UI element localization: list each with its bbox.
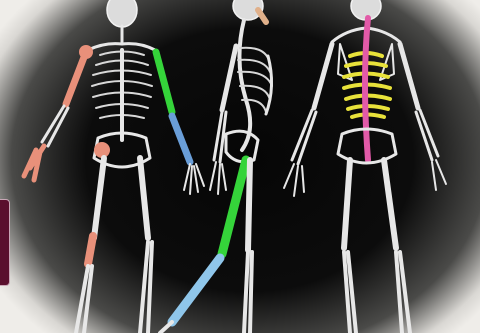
- front-left-humerus-highlight: [156, 52, 172, 112]
- side-hand: [210, 162, 226, 194]
- front-skull: [107, 0, 137, 27]
- side-jaw-highlight: [258, 10, 266, 22]
- side-forearm: [214, 112, 226, 162]
- skeleton-side-view: [160, 0, 272, 333]
- front-left-femur: [140, 158, 148, 238]
- back-tibia-left: [396, 252, 410, 333]
- back-femur-left: [384, 160, 396, 248]
- front-right-hand-highlight: [24, 146, 44, 180]
- back-forearm-right: [292, 110, 316, 164]
- skeleton-front-view: [24, 0, 204, 333]
- front-left-hand: [184, 164, 204, 194]
- side-tibia-highlight: [172, 258, 220, 322]
- side-back-tibia: [244, 252, 252, 333]
- skeleton-back-view: [284, 0, 446, 333]
- side-back-femur: [248, 160, 250, 250]
- back-humerus-left: [400, 44, 418, 108]
- back-forearm-left: [416, 110, 438, 160]
- front-ribcage: [92, 50, 152, 118]
- back-spine-highlight: [365, 18, 368, 160]
- front-left-forearm-highlight: [172, 116, 190, 162]
- front-clavicle-left: [122, 44, 155, 50]
- front-right-tibia: [76, 266, 92, 333]
- back-shoulder-right: [332, 28, 366, 42]
- front-right-shoulder-highlight: [79, 45, 93, 59]
- front-right-knee-highlight: [88, 236, 93, 264]
- front-right-femur: [94, 158, 104, 238]
- side-humerus: [222, 46, 236, 110]
- back-humerus-right: [314, 44, 332, 108]
- front-right-humerus-highlight: [66, 52, 86, 104]
- front-clavicle-right: [88, 44, 122, 50]
- front-left-tibia: [140, 242, 152, 333]
- back-tibia-right: [344, 252, 356, 333]
- back-femur-right: [344, 160, 350, 248]
- front-right-hip-highlight: [94, 142, 110, 158]
- edge-tab: [0, 199, 10, 286]
- back-shoulder-left: [366, 28, 400, 42]
- back-hand-right: [284, 164, 304, 196]
- side-foot: [160, 322, 172, 333]
- back-hand-left: [432, 160, 446, 190]
- side-femur-highlight: [222, 160, 246, 254]
